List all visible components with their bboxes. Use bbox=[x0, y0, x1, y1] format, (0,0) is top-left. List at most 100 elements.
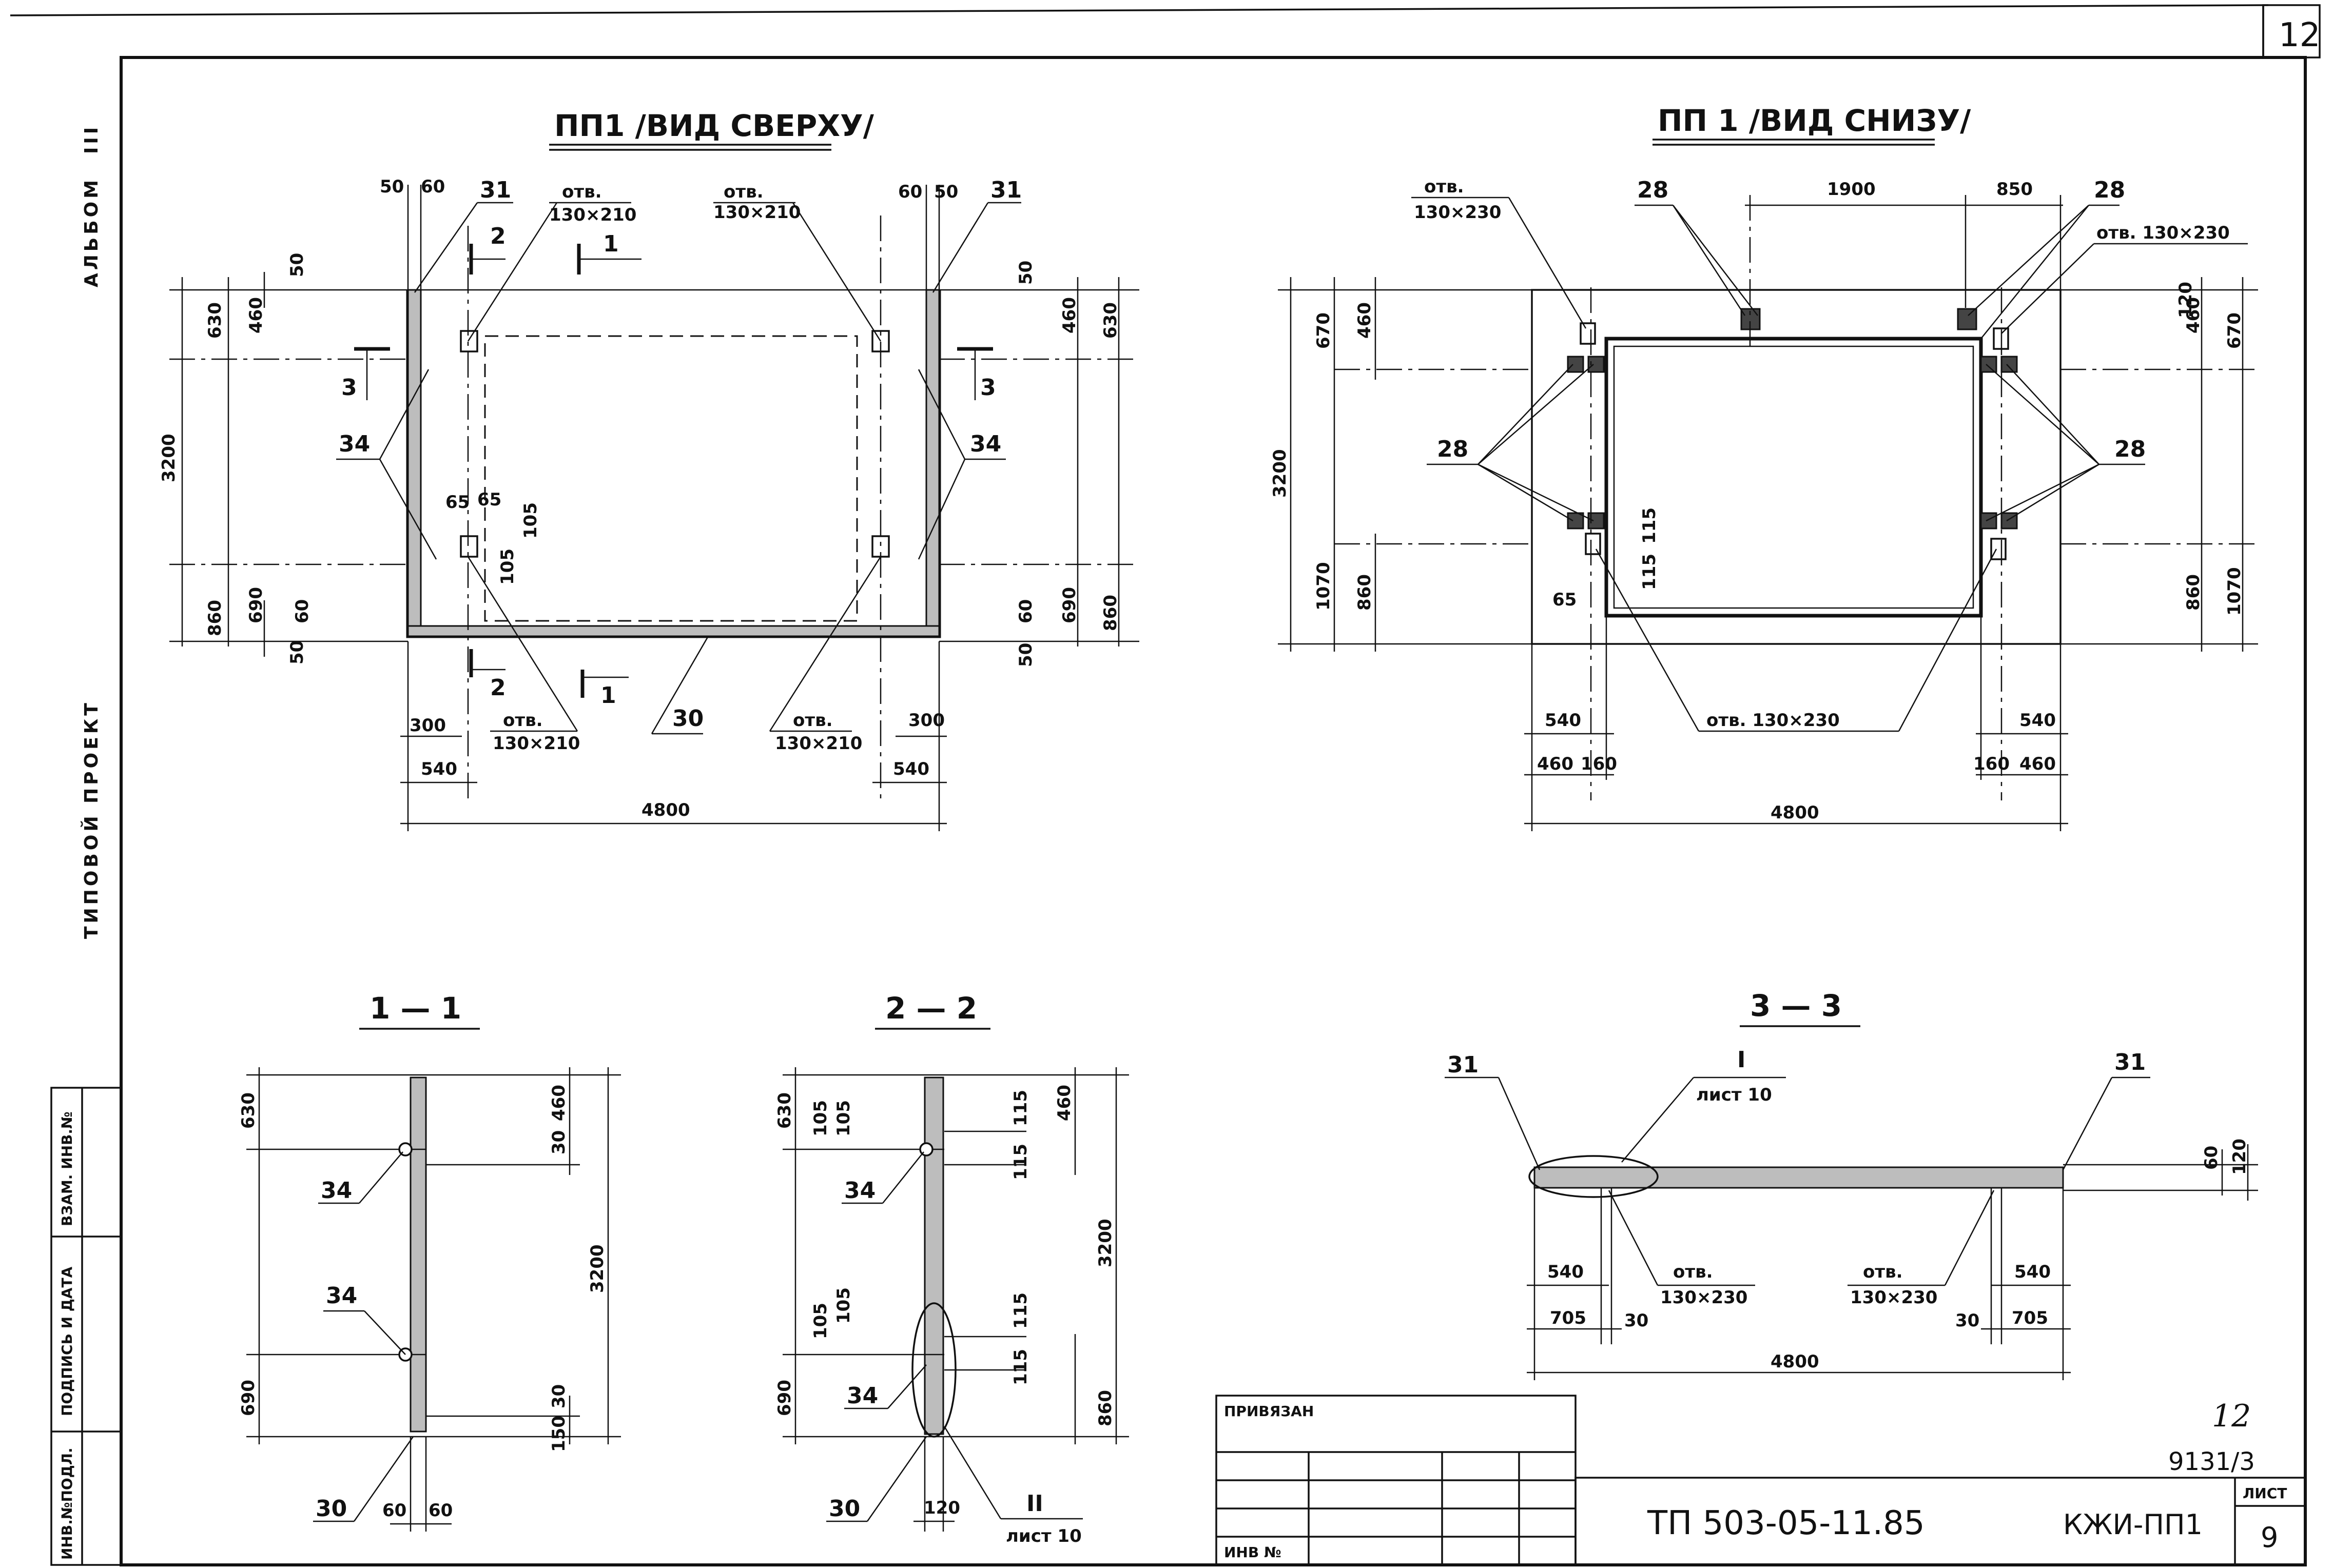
svg-text:460: 460 bbox=[1059, 297, 1080, 334]
sheet-label: ЛИСТ bbox=[2243, 1485, 2287, 1502]
svg-text:130×210: 130×210 bbox=[493, 733, 580, 754]
svg-text:50: 50 bbox=[1016, 261, 1036, 285]
svg-text:630: 630 bbox=[1100, 302, 1121, 339]
svg-text:отв.: отв. bbox=[793, 710, 833, 731]
top-view: ПП1 /ВИД СВЕРХУ/ 630 460 50 3200 bbox=[159, 108, 1139, 831]
svg-text:28: 28 bbox=[1637, 177, 1668, 203]
section-1-1: 1 — 1 630 460 30 3200 690 30 150 34 34 3… bbox=[238, 991, 621, 1532]
svg-text:3200: 3200 bbox=[1270, 449, 1290, 498]
svg-text:60: 60 bbox=[1016, 599, 1036, 623]
hand-page-number: 12 bbox=[2212, 1398, 2251, 1434]
svg-text:отв.: отв. bbox=[562, 182, 602, 202]
svg-text:лист 10: лист 10 bbox=[1006, 1526, 1082, 1546]
svg-text:ИНВ.№ПОДЛ.: ИНВ.№ПОДЛ. bbox=[59, 1447, 75, 1560]
svg-text:460: 460 bbox=[246, 297, 266, 334]
svg-text:300: 300 bbox=[908, 710, 945, 731]
page-number: 12 bbox=[2279, 16, 2320, 54]
svg-text:705: 705 bbox=[2012, 1308, 2048, 1328]
svg-text:105: 105 bbox=[810, 1303, 831, 1339]
svg-text:150: 150 bbox=[549, 1416, 569, 1452]
svg-text:130×230: 130×230 bbox=[1660, 1287, 1747, 1308]
svg-text:460: 460 bbox=[549, 1085, 569, 1121]
section-1-1-title: 1 — 1 bbox=[370, 991, 461, 1026]
svg-text:31: 31 bbox=[2114, 1049, 2146, 1075]
album-number: III bbox=[81, 124, 102, 154]
svg-text:30: 30 bbox=[549, 1130, 569, 1154]
svg-text:670: 670 bbox=[1313, 312, 1334, 349]
svg-text:105: 105 bbox=[497, 548, 518, 585]
svg-text:I: I bbox=[1737, 1047, 1745, 1073]
svg-text:130×210: 130×210 bbox=[549, 205, 636, 225]
svg-text:860: 860 bbox=[205, 600, 225, 636]
svg-text:460: 460 bbox=[1354, 302, 1375, 339]
svg-text:30: 30 bbox=[549, 1384, 569, 1408]
section-2-2-title: 2 — 2 bbox=[885, 991, 977, 1026]
svg-text:300: 300 bbox=[410, 715, 446, 736]
svg-text:28: 28 bbox=[2114, 436, 2146, 462]
svg-text:65: 65 bbox=[445, 492, 470, 513]
svg-text:30: 30 bbox=[1955, 1310, 1979, 1331]
svg-text:2: 2 bbox=[490, 675, 506, 701]
svg-text:65: 65 bbox=[477, 489, 501, 510]
svg-text:115: 115 bbox=[1010, 1090, 1031, 1126]
svg-text:540: 540 bbox=[2019, 710, 2056, 731]
svg-text:630: 630 bbox=[238, 1092, 259, 1129]
svg-text:1: 1 bbox=[603, 231, 619, 257]
svg-text:630: 630 bbox=[774, 1092, 795, 1129]
svg-text:540: 540 bbox=[1545, 710, 1581, 731]
svg-text:690: 690 bbox=[774, 1380, 795, 1416]
svg-text:II: II bbox=[1026, 1491, 1043, 1517]
section-3-3: 3 — 3 60 120 31 31 I лист 10 540 705 30 … bbox=[1445, 988, 2258, 1380]
svg-text:3: 3 bbox=[341, 375, 357, 401]
svg-text:460: 460 bbox=[1054, 1085, 1075, 1121]
svg-text:130×210: 130×210 bbox=[713, 202, 801, 223]
svg-text:4800: 4800 bbox=[1771, 1351, 1819, 1372]
svg-text:50: 50 bbox=[380, 177, 404, 197]
svg-text:860: 860 bbox=[1095, 1390, 1116, 1426]
svg-text:28: 28 bbox=[2094, 177, 2125, 203]
svg-text:105: 105 bbox=[833, 1287, 854, 1324]
svg-text:60: 60 bbox=[898, 182, 922, 202]
svg-text:860: 860 bbox=[1100, 595, 1121, 631]
svg-text:31: 31 bbox=[1447, 1052, 1479, 1078]
svg-text:115: 115 bbox=[1010, 1292, 1031, 1329]
svg-text:60: 60 bbox=[429, 1500, 453, 1521]
bottom-view-title: ПП 1 /ВИД СНИЗУ/ bbox=[1658, 103, 1971, 138]
section-3-3-title: 3 — 3 bbox=[1750, 988, 1842, 1023]
svg-text:50: 50 bbox=[287, 640, 307, 664]
svg-text:460: 460 bbox=[2019, 754, 2056, 774]
svg-text:лист 10: лист 10 bbox=[1696, 1085, 1772, 1105]
svg-text:4800: 4800 bbox=[641, 800, 690, 820]
archive-number: 9131/3 bbox=[2168, 1447, 2255, 1476]
svg-text:860: 860 bbox=[1354, 574, 1375, 611]
svg-text:отв.: отв. bbox=[1424, 177, 1464, 197]
svg-text:65: 65 bbox=[1552, 590, 1577, 610]
svg-text:690: 690 bbox=[238, 1380, 259, 1416]
svg-text:3200: 3200 bbox=[159, 434, 179, 482]
left-stamp: ИНВ.№ПОДЛ. ПОДПИСЬ И ДАТА ВЗАМ. ИНВ.№ bbox=[50, 1087, 122, 1566]
svg-text:115: 115 bbox=[1010, 1349, 1031, 1385]
svg-text:160: 160 bbox=[1973, 754, 2010, 774]
svg-text:705: 705 bbox=[1550, 1308, 1586, 1328]
svg-text:120: 120 bbox=[2175, 282, 2196, 318]
project-label: ТИПОВОЙ ПРОЕКТ bbox=[81, 700, 102, 939]
svg-text:34: 34 bbox=[321, 1178, 352, 1204]
svg-text:60: 60 bbox=[2201, 1146, 2222, 1170]
mark-code: КЖИ-ПП1 bbox=[2063, 1508, 2203, 1541]
svg-text:1: 1 bbox=[600, 682, 616, 709]
svg-text:60: 60 bbox=[292, 599, 313, 623]
svg-text:4800: 4800 bbox=[1771, 802, 1819, 823]
svg-text:34: 34 bbox=[844, 1178, 876, 1204]
svg-text:860: 860 bbox=[2183, 574, 2204, 611]
album-label: АЛЬБОМ bbox=[81, 177, 102, 287]
pos-31-left: 31 bbox=[480, 177, 511, 203]
svg-text:отв.: отв. bbox=[1673, 1262, 1713, 1282]
svg-text:130×230: 130×230 bbox=[1850, 1287, 1937, 1308]
svg-text:отв.: отв. bbox=[503, 710, 543, 731]
svg-text:540: 540 bbox=[893, 759, 929, 779]
svg-text:1900: 1900 bbox=[1827, 179, 1876, 200]
svg-text:30: 30 bbox=[672, 705, 704, 732]
page-number-box bbox=[2262, 4, 2321, 58]
svg-text:690: 690 bbox=[246, 587, 266, 623]
svg-text:120: 120 bbox=[924, 1498, 960, 1518]
